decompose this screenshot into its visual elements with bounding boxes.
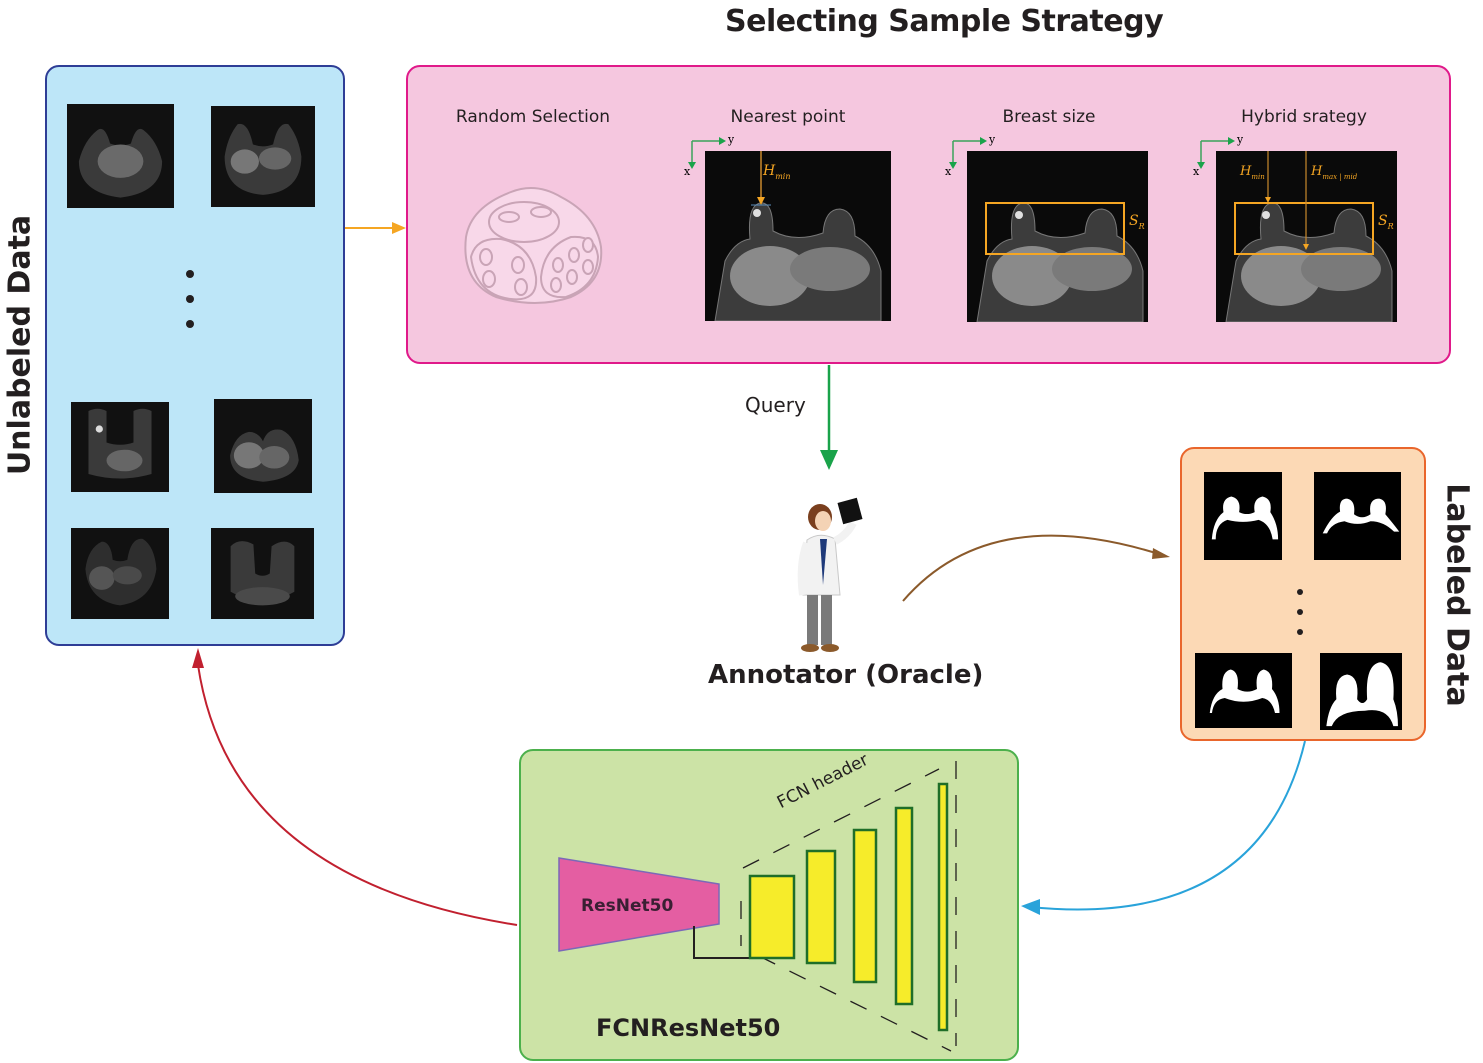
h-maxmid-label: H <box>1310 164 1323 179</box>
axis-y-label: y <box>727 133 734 146</box>
svg-text:Hmin: Hmin <box>762 163 791 181</box>
diagram-title: Selecting Sample Strategy <box>725 4 1164 39</box>
dice-icon <box>464 187 603 304</box>
axes-icon: y x <box>945 133 995 178</box>
ellipsis-dot <box>1297 589 1303 595</box>
axes-icon: y x <box>1193 133 1243 178</box>
mri-image <box>71 528 169 619</box>
annotator-figure <box>797 497 863 652</box>
svg-text:Hmax | mid: Hmax | mid <box>1310 164 1358 181</box>
query-arrow <box>820 365 838 470</box>
mri-image <box>67 104 174 208</box>
mri-hybrid-strategy: Hmin Hmax | mid <box>1216 151 1397 322</box>
sample-strategy-panel: Random Selection Nearest point Breast si… <box>406 65 1451 364</box>
svg-text:Hmin: Hmin <box>1239 164 1265 181</box>
s-r-label: SR <box>1378 213 1394 231</box>
arrow-model-to-unlabeled <box>192 648 518 926</box>
fcn-layer-block <box>852 828 878 984</box>
labeled-data-panel <box>1180 447 1426 741</box>
ellipsis-dot <box>1297 609 1303 615</box>
axis-x-label: x <box>945 165 952 178</box>
model-architecture <box>558 761 957 1052</box>
ellipsis-dot <box>186 320 194 328</box>
ellipsis-dot <box>1297 629 1303 635</box>
labeled-data-label: Labeled Data <box>1439 483 1475 707</box>
mri-breast-size <box>967 151 1148 322</box>
strategy-label-hybrid: Hybrid srategy <box>1241 107 1367 127</box>
s-r-label: SR <box>1129 213 1145 231</box>
fcn-layer-block <box>894 806 914 1006</box>
mri-image <box>211 528 314 619</box>
fcn-layer-block <box>805 849 837 965</box>
fcn-layer-block <box>748 874 796 960</box>
h-min-label: H <box>1239 164 1252 179</box>
segmentation-mask <box>1204 472 1282 560</box>
fcn-head-outline <box>740 761 957 1052</box>
unlabeled-data-panel <box>45 65 345 646</box>
strategy-label-breast-size: Breast size <box>1002 107 1096 127</box>
axis-x-label: x <box>1193 165 1200 178</box>
query-label: Query <box>745 393 806 417</box>
resnet50-block <box>558 857 720 952</box>
xray-film-icon <box>837 497 863 525</box>
ellipsis-dot <box>186 295 194 303</box>
mri-nearest-point: Hmin <box>705 151 891 321</box>
mri-image <box>211 106 315 207</box>
strategy-label-nearest: Nearest point <box>730 107 846 127</box>
axis-x-label: x <box>684 165 691 178</box>
fcn-layer-block <box>937 782 949 1032</box>
axes-icon: y x <box>684 133 734 178</box>
axis-y-label: y <box>988 133 995 146</box>
unlabeled-data-label: Unlabeled Data <box>2 214 38 476</box>
annotator-label: Annotator (Oracle) <box>708 660 984 690</box>
h-min-label: H <box>762 163 776 179</box>
segmentation-mask <box>1195 653 1292 728</box>
model-title: FCNResNet50 <box>596 1014 781 1042</box>
arrow-unlabeled-to-strategy <box>345 222 406 234</box>
arrow-annotator-to-labeled <box>902 534 1170 602</box>
axis-y-label: y <box>1236 133 1243 146</box>
segmentation-mask <box>1320 653 1402 730</box>
strategy-label-random: Random Selection <box>455 107 611 127</box>
mri-image <box>214 399 312 493</box>
ellipsis-dot <box>186 270 194 278</box>
arrow-labeled-to-model <box>1021 740 1306 915</box>
mri-image <box>71 402 169 492</box>
segmentation-mask <box>1314 472 1401 560</box>
fcnresnet50-panel: ResNet50 FCN header FCNResNet50 <box>519 749 1019 1061</box>
resnet50-label: ResNet50 <box>581 896 674 916</box>
